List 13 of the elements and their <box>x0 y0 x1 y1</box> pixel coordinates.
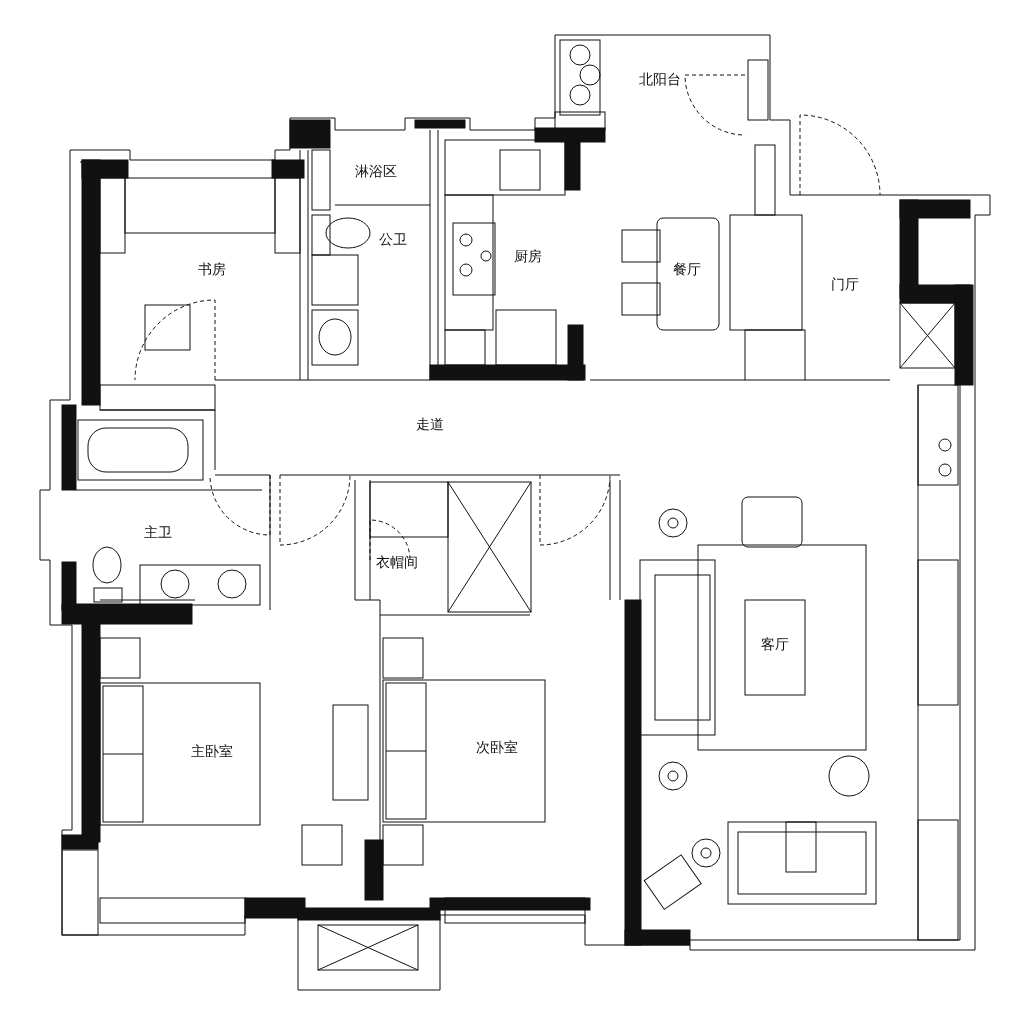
room-label: 书房 <box>198 261 226 279</box>
room-label: 次卧室 <box>476 739 518 757</box>
room-label: 门厅 <box>831 276 859 294</box>
room-label: 公卫 <box>379 231 407 249</box>
room-label: 淋浴区 <box>355 163 397 181</box>
room-label: 北阳台 <box>639 71 681 89</box>
room-label: 餐厅 <box>673 261 701 279</box>
room-label: 走道 <box>416 416 444 434</box>
room-label: 衣帽间 <box>376 554 418 572</box>
room-label: 主卧室 <box>191 743 233 761</box>
room-label: 厨房 <box>514 248 542 266</box>
room-label: 客厅 <box>761 636 789 654</box>
room-label: 主卫 <box>144 524 172 542</box>
